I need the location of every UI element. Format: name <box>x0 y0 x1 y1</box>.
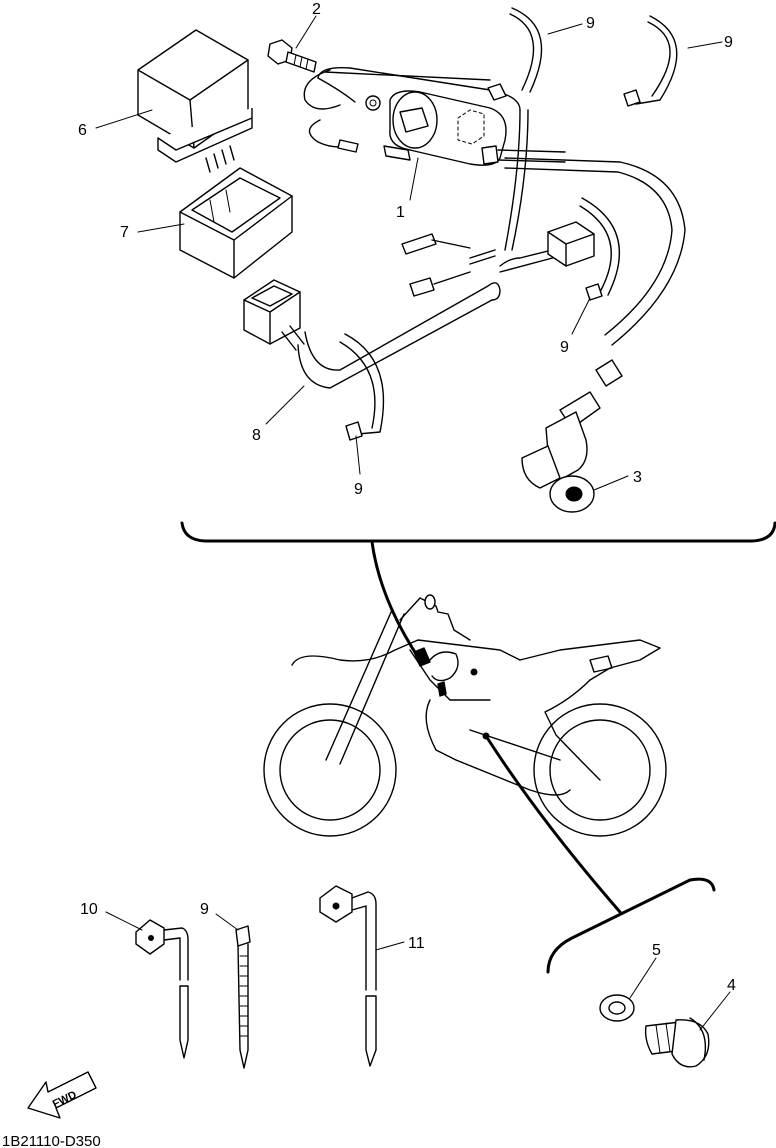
leader-to-bike <box>370 540 422 662</box>
wire-harness-vertical-2 <box>511 109 529 251</box>
callout-9c: 9 <box>560 339 569 356</box>
leader-2 <box>295 15 317 49</box>
wire-harness-top <box>317 67 521 111</box>
callout-9a: 9 <box>586 15 595 32</box>
callout-7: 7 <box>120 224 129 241</box>
cable-band-part-9-a[interactable] <box>509 7 543 93</box>
callout-1: 1 <box>396 204 405 221</box>
detail-frame-bracket <box>180 521 776 543</box>
callout-2: 2 <box>312 1 321 18</box>
wire-harness-vertical <box>504 109 521 251</box>
leader-9c <box>571 297 591 335</box>
spark-plug-cap-part-3[interactable] <box>521 359 623 513</box>
bolt-part-4[interactable] <box>644 1017 710 1068</box>
bolt-part-2[interactable] <box>267 39 317 73</box>
leader-10 <box>105 911 143 931</box>
cable-tie-part-11[interactable] <box>319 885 377 1067</box>
leader-6 <box>95 109 153 129</box>
callout-9d: 9 <box>354 481 363 498</box>
leader-9b <box>687 41 723 49</box>
wire-harness-part-8[interactable] <box>243 221 595 389</box>
leader-4 <box>699 991 731 1031</box>
leader-8 <box>265 385 305 425</box>
leader-9e <box>215 913 239 931</box>
leader-7 <box>137 223 185 233</box>
leader-5 <box>629 957 657 999</box>
cable-tie-part-9-lower[interactable] <box>235 925 251 1069</box>
cable-band-part-9-d[interactable] <box>339 333 385 435</box>
cable-band-part-9-c[interactable] <box>579 197 621 296</box>
washer-part-5[interactable] <box>599 994 635 1022</box>
plug-cap-lead <box>504 157 686 346</box>
leader-9d <box>355 435 361 475</box>
callout-5: 5 <box>652 942 661 959</box>
cable-band-part-9-a-head[interactable] <box>487 83 507 101</box>
plug-cap-lead-2 <box>504 167 673 336</box>
diagram-code: 1B21110-D350 <box>2 1133 101 1148</box>
lower-detail-frame <box>546 877 716 974</box>
leader-9a <box>547 23 583 35</box>
callout-3: 3 <box>633 469 642 486</box>
callout-10: 10 <box>80 901 98 918</box>
motorcycle-silhouette <box>263 594 667 837</box>
cdi-unit-part-6[interactable] <box>137 29 253 173</box>
cable-band-part-9-b-head[interactable] <box>623 89 641 107</box>
leader-1 <box>409 157 419 201</box>
ignition-coil-part-1[interactable] <box>303 69 566 166</box>
cable-band-part-9-d-head[interactable] <box>345 421 363 441</box>
cable-tie-part-10[interactable] <box>135 919 189 1059</box>
callout-9b: 9 <box>724 34 733 51</box>
leader-to-lower-parts <box>484 734 622 914</box>
wire-harness-top-2 <box>324 71 491 81</box>
leader-3 <box>593 475 629 491</box>
leader-11 <box>375 941 405 951</box>
cdi-rubber-case-part-7[interactable] <box>179 167 293 279</box>
cable-band-part-9-c-head[interactable] <box>585 283 603 301</box>
forward-direction-arrow: FWD <box>27 1071 97 1119</box>
cable-band-part-9-b[interactable] <box>635 15 678 105</box>
callout-4: 4 <box>727 977 736 994</box>
callout-11: 11 <box>408 935 425 952</box>
callout-9e: 9 <box>200 901 209 918</box>
callout-6: 6 <box>78 122 87 139</box>
callout-8: 8 <box>252 427 261 444</box>
